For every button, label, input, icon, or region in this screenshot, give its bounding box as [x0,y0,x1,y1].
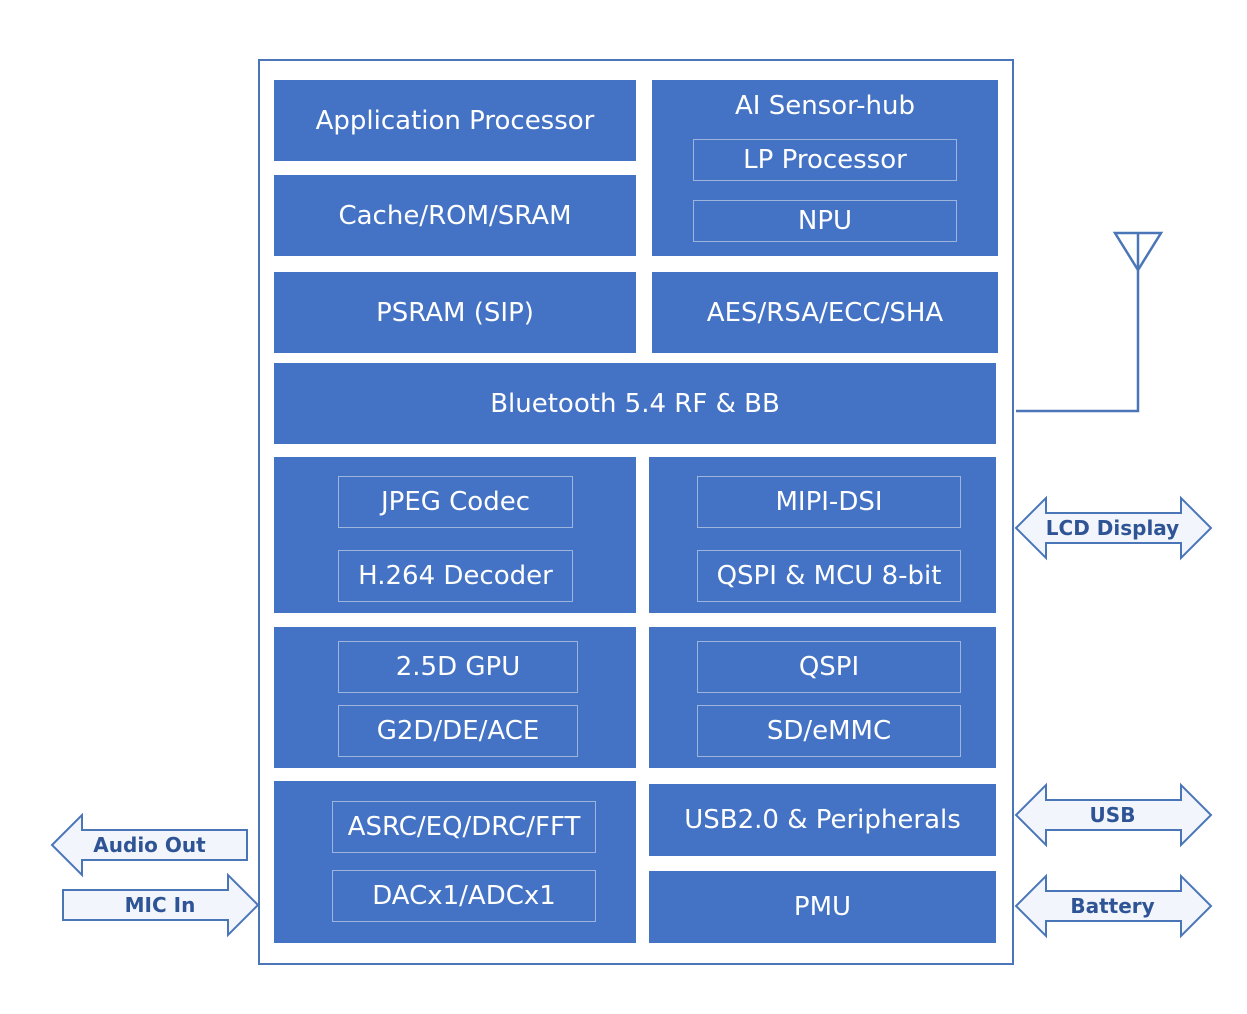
npu-block: NPU [693,200,957,242]
codec-block: JPEG Codec H.264 Decoder [274,457,636,613]
bluetooth-block: Bluetooth 5.4 RF & BB [274,363,996,444]
usb-peripherals-label: USB2.0 & Peripherals [684,805,961,835]
sd-emmc-block: SD/eMMC [697,705,961,757]
ai-sensor-hub-block: AI Sensor-hub LP Processor NPU [652,80,998,256]
display-interface-block: MIPI-DSI QSPI & MCU 8-bit [649,457,996,613]
qspi-storage-block: QSPI [697,641,961,693]
psram-label: PSRAM (SIP) [376,297,534,328]
storage-block: QSPI SD/eMMC [649,627,996,768]
usb-label: USB [1089,803,1136,827]
audio-out-arrow [50,812,248,878]
crypto-block: AES/RSA/ECC/SHA [652,272,998,353]
pmu-label: PMU [793,892,852,922]
lp-processor-block: LP Processor [693,139,957,181]
psram-block: PSRAM (SIP) [274,272,636,353]
antenna-feed-line [1016,270,1140,413]
cache-rom-sram-block: Cache/ROM/SRAM [274,175,636,256]
battery-label: Battery [1070,894,1155,918]
application-processor-block: Application Processor [274,80,636,161]
dac-adc-block: DACx1/ADCx1 [332,870,596,922]
crypto-label: AES/RSA/ECC/SHA [706,297,944,328]
usb-arrow [1014,782,1213,848]
h264-decoder-block: H.264 Decoder [338,550,573,602]
lcd-display-label: LCD Display [1045,516,1180,540]
application-processor-label: Application Processor [315,105,595,136]
lcd-display-arrow [1014,495,1213,561]
audio-dsp-block: ASRC/EQ/DRC/FFT [332,801,596,853]
graphics-block: 2.5D GPU G2D/DE/ACE [274,627,636,768]
cache-rom-sram-label: Cache/ROM/SRAM [338,200,572,231]
usb-peripherals-block: USB2.0 & Peripherals [649,784,996,856]
bluetooth-label: Bluetooth 5.4 RF & BB [490,388,780,419]
jpeg-codec-block: JPEG Codec [338,476,573,528]
battery-arrow [1014,873,1213,939]
ai-sensor-hub-title: AI Sensor-hub [734,91,916,121]
mic-in-label: MIC In [124,893,196,917]
pmu-block: PMU [649,871,996,943]
qspi-mcu-block: QSPI & MCU 8-bit [697,550,961,602]
audio-block: ASRC/EQ/DRC/FFT DACx1/ADCx1 [274,781,636,943]
audio-out-label: Audio Out [93,833,206,857]
g2d-block: G2D/DE/ACE [338,705,578,757]
mic-in-arrow [62,872,260,938]
mipi-dsi-block: MIPI-DSI [697,476,961,528]
gpu-block: 2.5D GPU [338,641,578,693]
